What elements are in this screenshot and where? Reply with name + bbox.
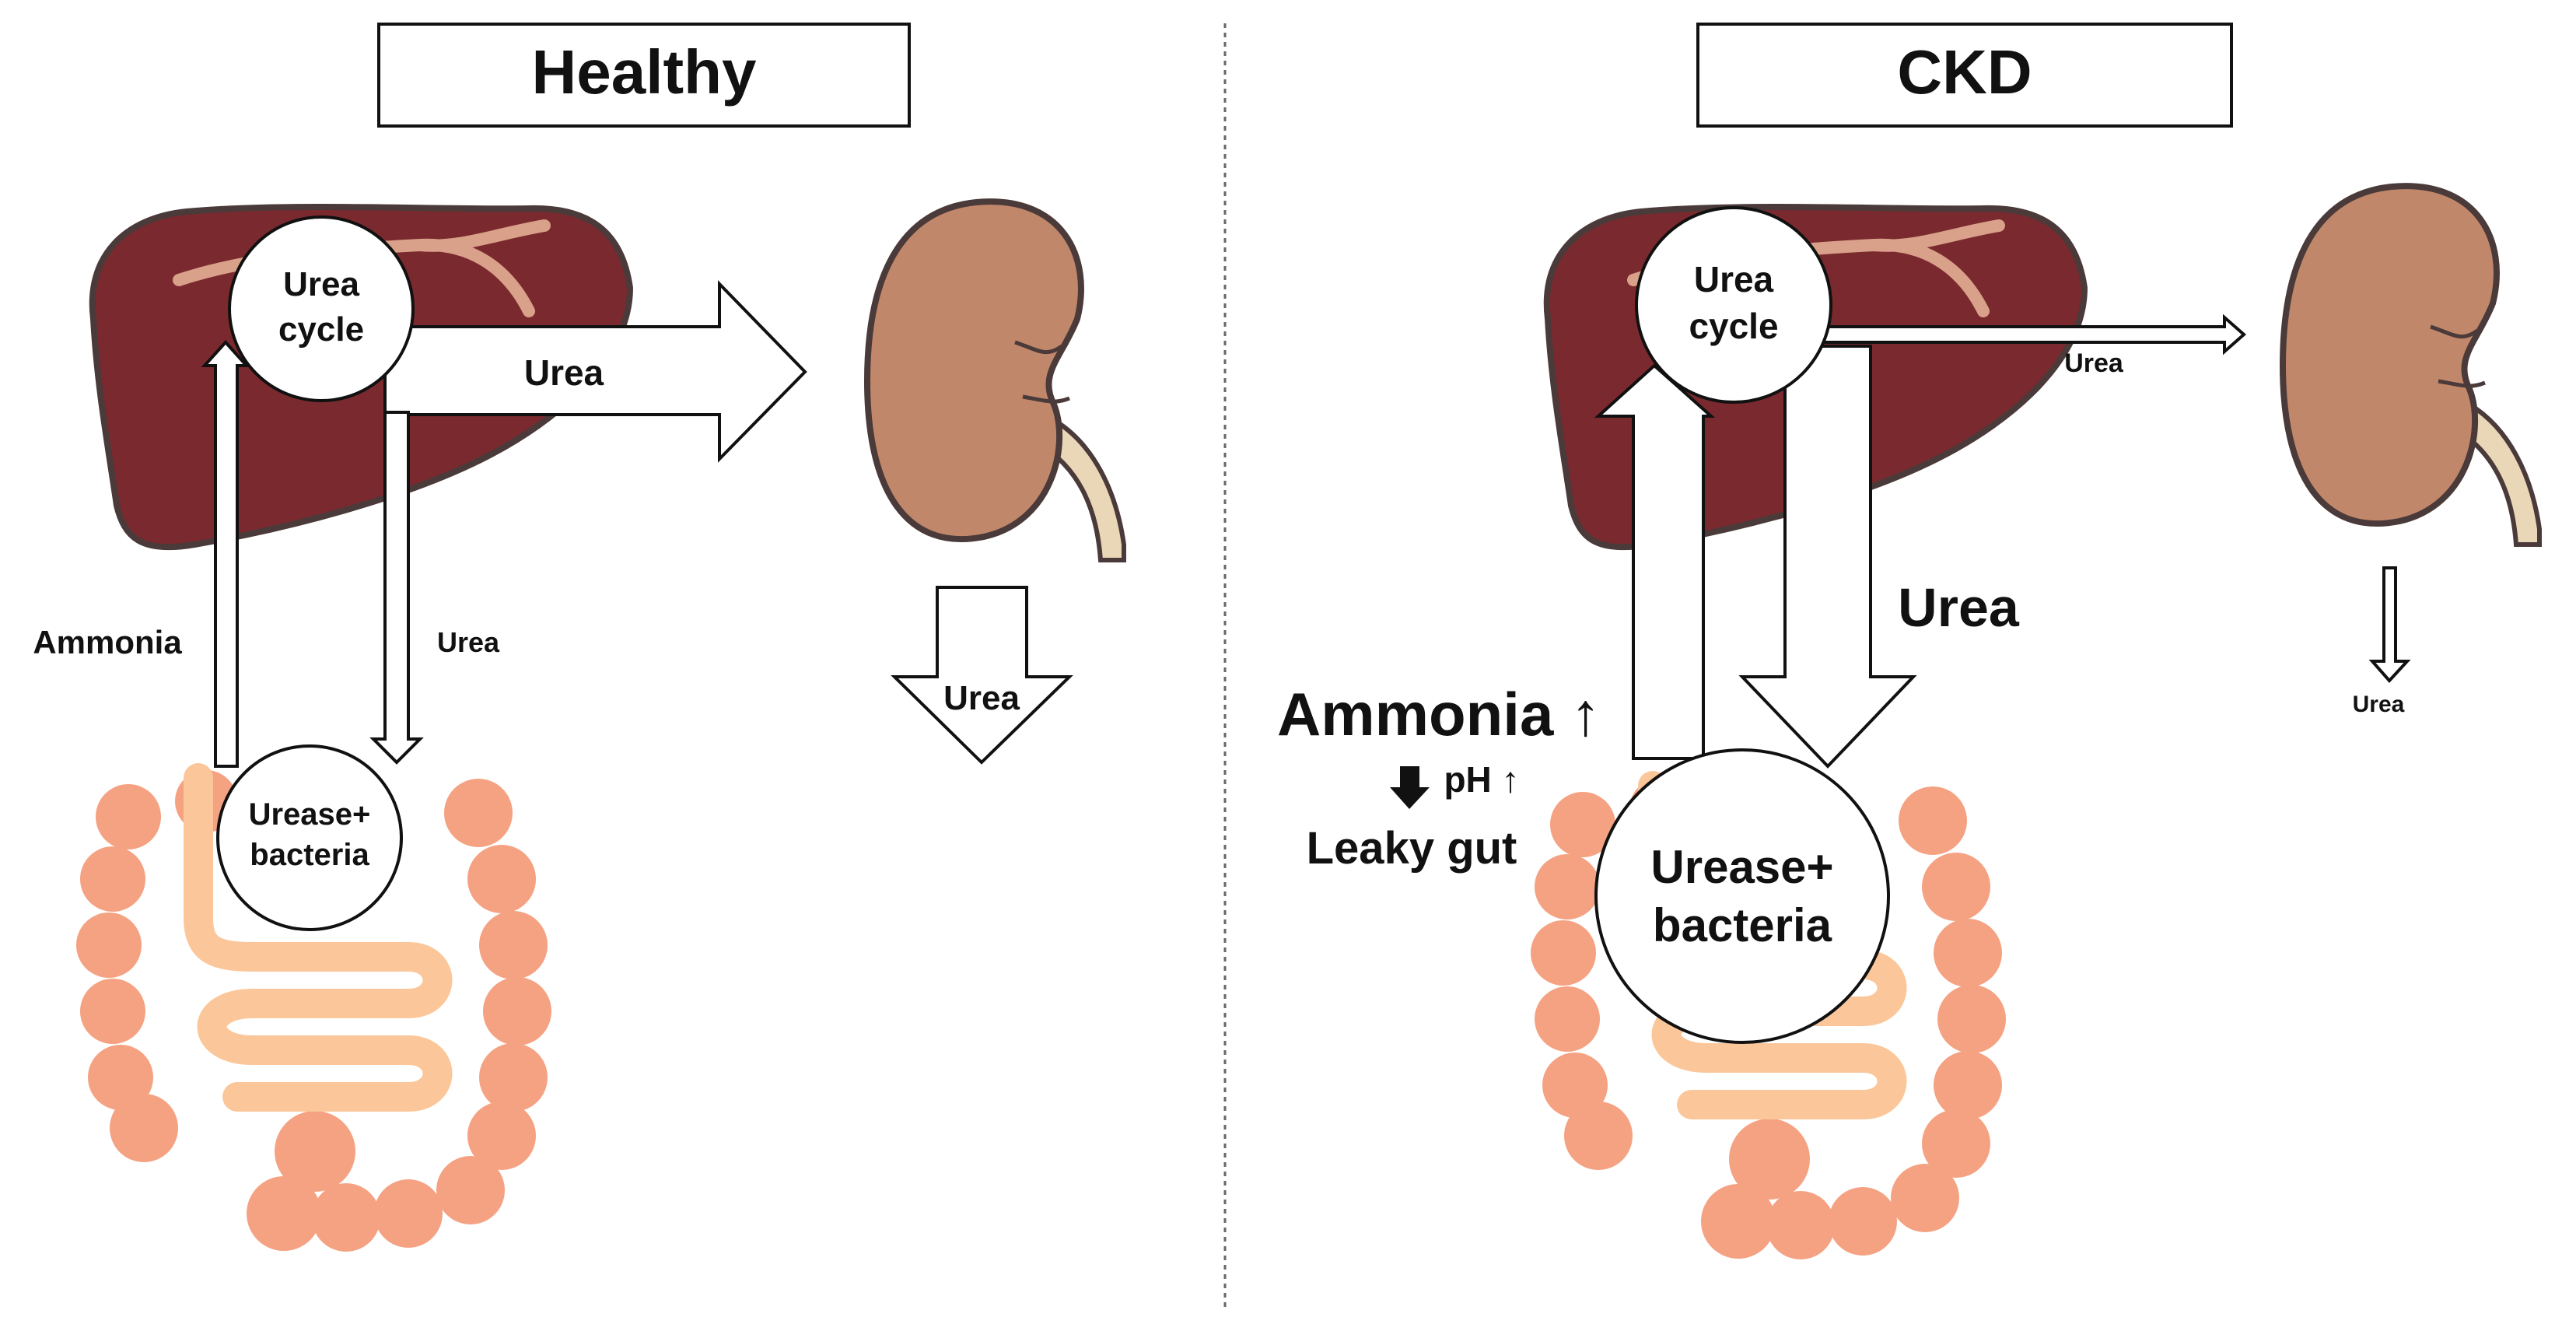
ckd-urea-kidney-arrow [1822, 313, 2247, 356]
ckd-urea-cycle-circle [1635, 206, 1832, 404]
ckd-urea-gut-arrow [1738, 345, 1917, 769]
ckd-ammonia-arrow [1594, 363, 1716, 760]
healthy-urease-line2: bacteria [250, 838, 369, 872]
healthy-ammonia-arrow [201, 340, 250, 768]
healthy-urea-kidney-label: Urea [524, 352, 604, 393]
healthy-panel: Healthy Urea Urea Ammonia Urea Urea cycl… [33, 23, 1124, 1252]
healthy-title-box [377, 23, 911, 128]
ckd-ph-down-icon [1390, 766, 1430, 809]
ckd-ammonia-label: Ammonia ↑ [1277, 680, 1601, 748]
ckd-urea-kidney-label: Urea [2064, 349, 2124, 378]
healthy-urea-kidney-arrow [383, 280, 807, 463]
healthy-urea-cycle-line1: Urea [283, 265, 359, 303]
healthy-urea-gut-label: Urea [437, 626, 500, 658]
ckd-urease-line2: bacteria [1653, 899, 1832, 951]
healthy-urea-cycle-line2: cycle [278, 310, 364, 349]
healthy-urease-circle [216, 744, 403, 931]
healthy-urea-cycle-circle [228, 215, 415, 402]
ckd-kidney-output-label: Urea [2353, 692, 2405, 717]
ckd-urea-cycle-line2: cycle [1689, 306, 1778, 346]
ckd-kidney-image [2283, 186, 2539, 545]
ckd-kidney-output-arrow [2368, 566, 2411, 683]
healthy-kidney-output-arrow [891, 586, 1073, 765]
healthy-urease-line1: Urease+ [249, 797, 371, 832]
ckd-urea-gut-label: Urea [1898, 577, 2020, 638]
ckd-leaky-gut-label: Leaky gut [1307, 823, 1517, 874]
healthy-kidney-output-label: Urea [943, 679, 1020, 717]
ckd-urea-cycle-line1: Urea [1694, 259, 1774, 299]
ckd-title: CKD [1897, 37, 2032, 107]
ckd-urease-line1: Urease+ [1650, 841, 1833, 893]
ckd-panel: CKD Urea Urea Ammonia ↑ Urea pH ↑ Leaky … [1277, 23, 2539, 1259]
ckd-title-box [1696, 23, 2233, 128]
healthy-urea-gut-arrow [369, 411, 424, 765]
ckd-ph-label: pH ↑ [1444, 759, 1519, 800]
healthy-ammonia-label: Ammonia [33, 624, 182, 660]
ckd-urease-circle [1594, 748, 1890, 1044]
healthy-kidney-image [867, 201, 1124, 560]
healthy-title: Healthy [532, 37, 757, 107]
